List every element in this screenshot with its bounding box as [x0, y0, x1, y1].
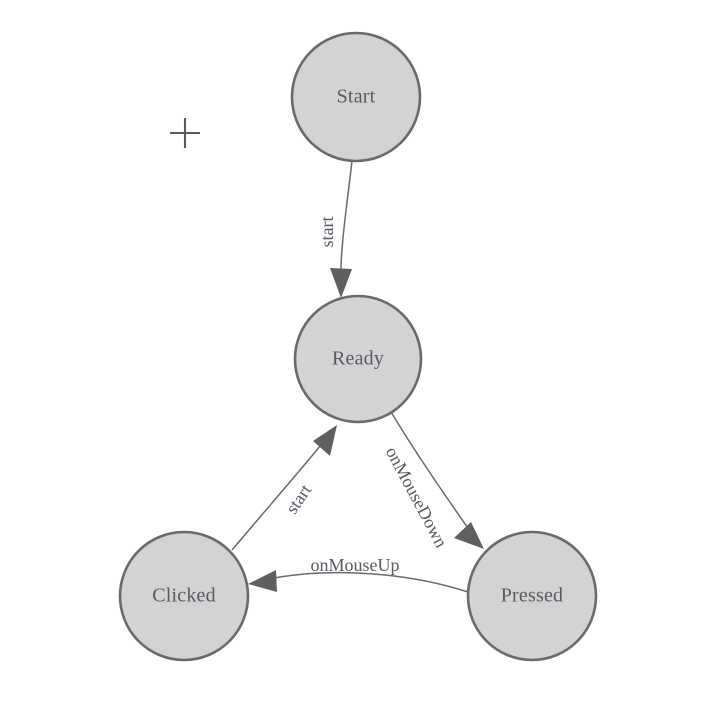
- arrow-head: [313, 425, 337, 456]
- edge-line: [340, 160, 353, 281]
- edge-label-pressed-to-clicked: onMouseUp: [311, 555, 400, 575]
- node-clicked[interactable]: Clicked: [118, 530, 250, 662]
- node-circle: [118, 530, 250, 662]
- arrow-head: [454, 522, 484, 549]
- crosshair-icon: [170, 118, 200, 148]
- edge-start-to-ready[interactable]: start: [317, 160, 353, 298]
- edge-clicked-to-ready[interactable]: start: [231, 425, 337, 551]
- edge-line: [390, 411, 473, 535]
- node-circle: [290, 31, 422, 163]
- node-label-clicked: Clicked: [152, 585, 216, 607]
- node-label-start: Start: [337, 86, 376, 108]
- node-label-ready: Ready: [332, 348, 384, 370]
- edge-label-ready-to-pressed: onMouseDown: [382, 443, 452, 550]
- node-circle: [293, 294, 423, 424]
- edge-pressed-to-clicked[interactable]: onMouseUp: [248, 555, 469, 593]
- node-pressed[interactable]: Pressed: [466, 530, 598, 662]
- arrow-head: [330, 268, 352, 298]
- edge-line: [263, 571, 469, 593]
- node-circle: [466, 530, 598, 662]
- node-start[interactable]: Start: [290, 31, 422, 163]
- edge-line: [231, 439, 326, 551]
- edge-label-start-to-ready: start: [317, 217, 337, 248]
- edge-ready-to-pressed[interactable]: onMouseDown: [382, 411, 484, 551]
- node-label-pressed: Pressed: [501, 585, 564, 607]
- arrow-head: [248, 570, 277, 592]
- node-ready[interactable]: Ready: [293, 294, 423, 424]
